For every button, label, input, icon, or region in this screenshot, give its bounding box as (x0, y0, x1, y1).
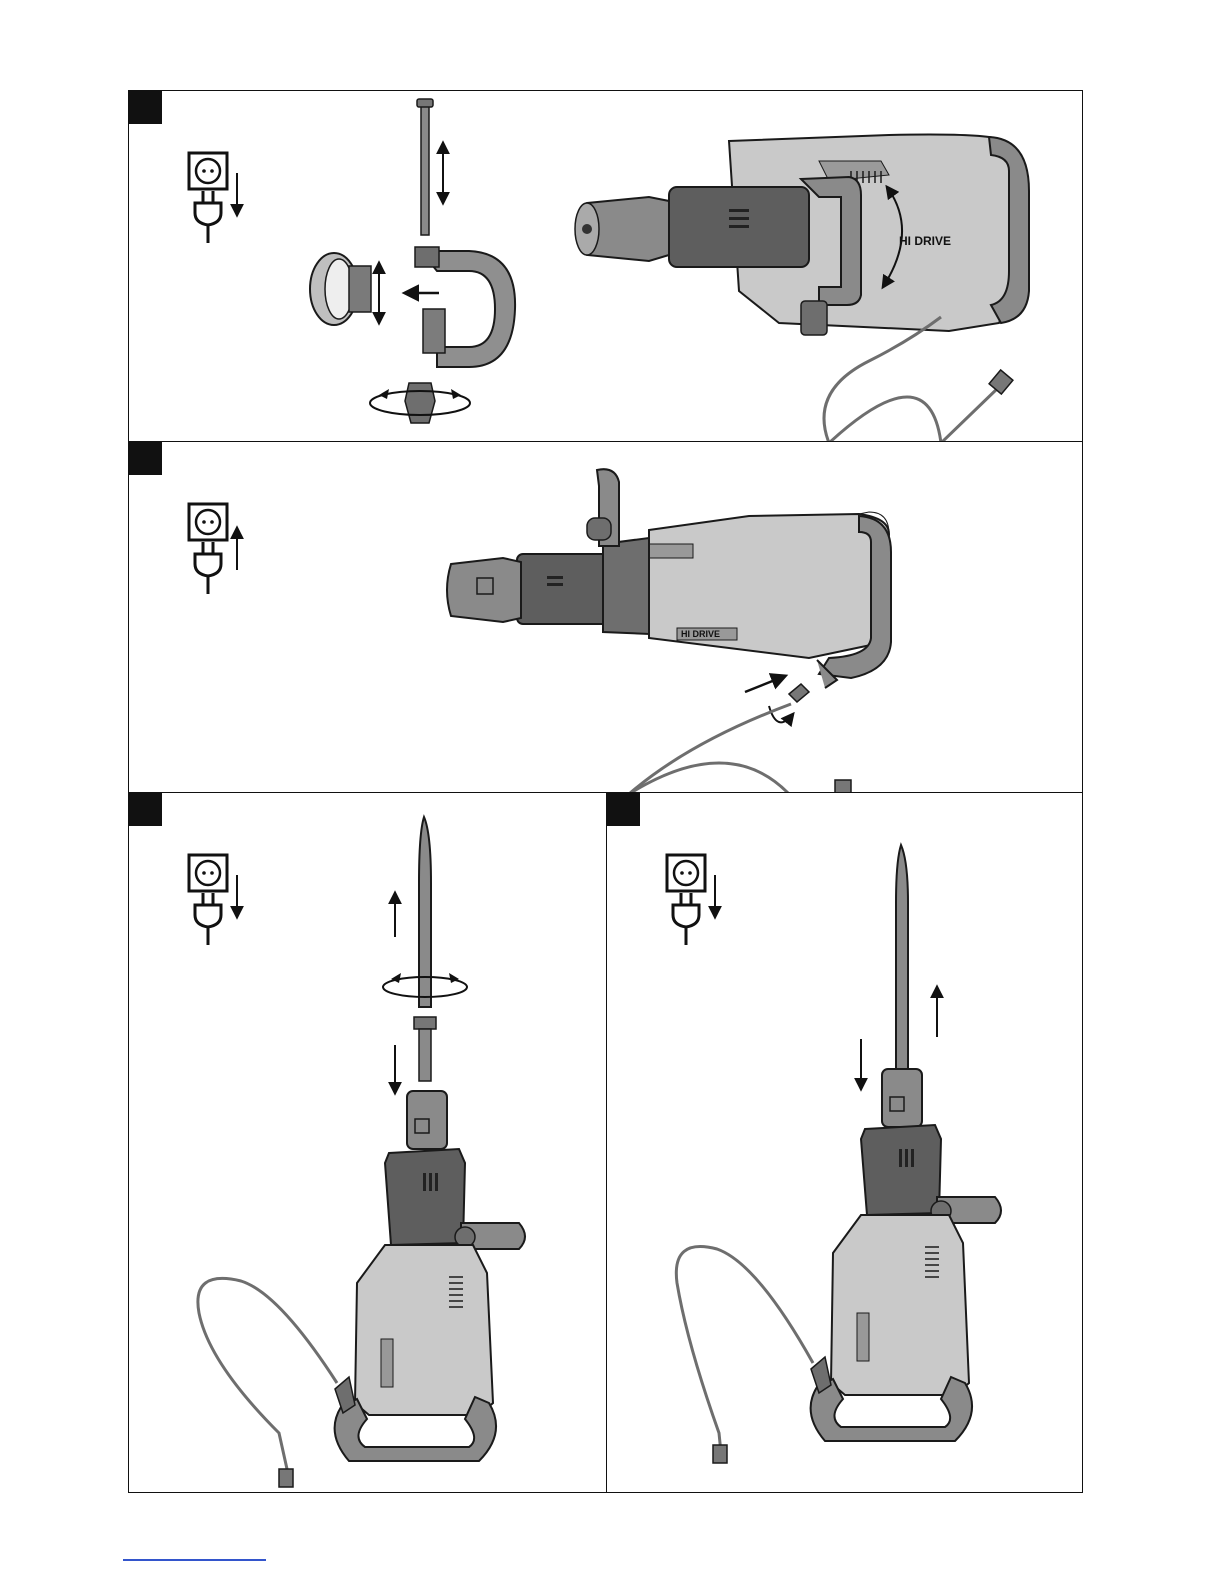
breaker-tool-side: HI DRIVE (575, 135, 1029, 443)
breaker-tool-upright (676, 1069, 1001, 1463)
brand-label: HI DRIVE (899, 234, 951, 248)
figure-4-panel (606, 792, 1083, 1493)
plug-in-icon (189, 504, 237, 594)
knob-part (370, 383, 470, 423)
figure-1-illustration: HI DRIVE (129, 91, 1083, 442)
figure-2-panel: HI DRIVE (128, 441, 1083, 793)
breaker-tool-connect: HI DRIVE (447, 469, 891, 793)
figure-3-panel (128, 792, 607, 1493)
footer-link-underline[interactable] (123, 1559, 266, 1561)
unplug-icon (667, 855, 715, 945)
breaker-tool-upright (198, 1091, 525, 1487)
figure-1-panel: HI DRIVE (128, 90, 1083, 442)
figure-4-illustration (607, 793, 1083, 1493)
handle-rod-part (417, 99, 443, 235)
chisel-insert (383, 817, 467, 1093)
brand-label: HI DRIVE (681, 629, 720, 639)
unplug-icon (189, 855, 237, 945)
figure-3-illustration (129, 793, 607, 1493)
figure-2-illustration: HI DRIVE (129, 442, 1083, 793)
unplug-icon (189, 153, 237, 243)
d-handle-part (415, 247, 515, 367)
chisel-inserted (861, 845, 937, 1089)
